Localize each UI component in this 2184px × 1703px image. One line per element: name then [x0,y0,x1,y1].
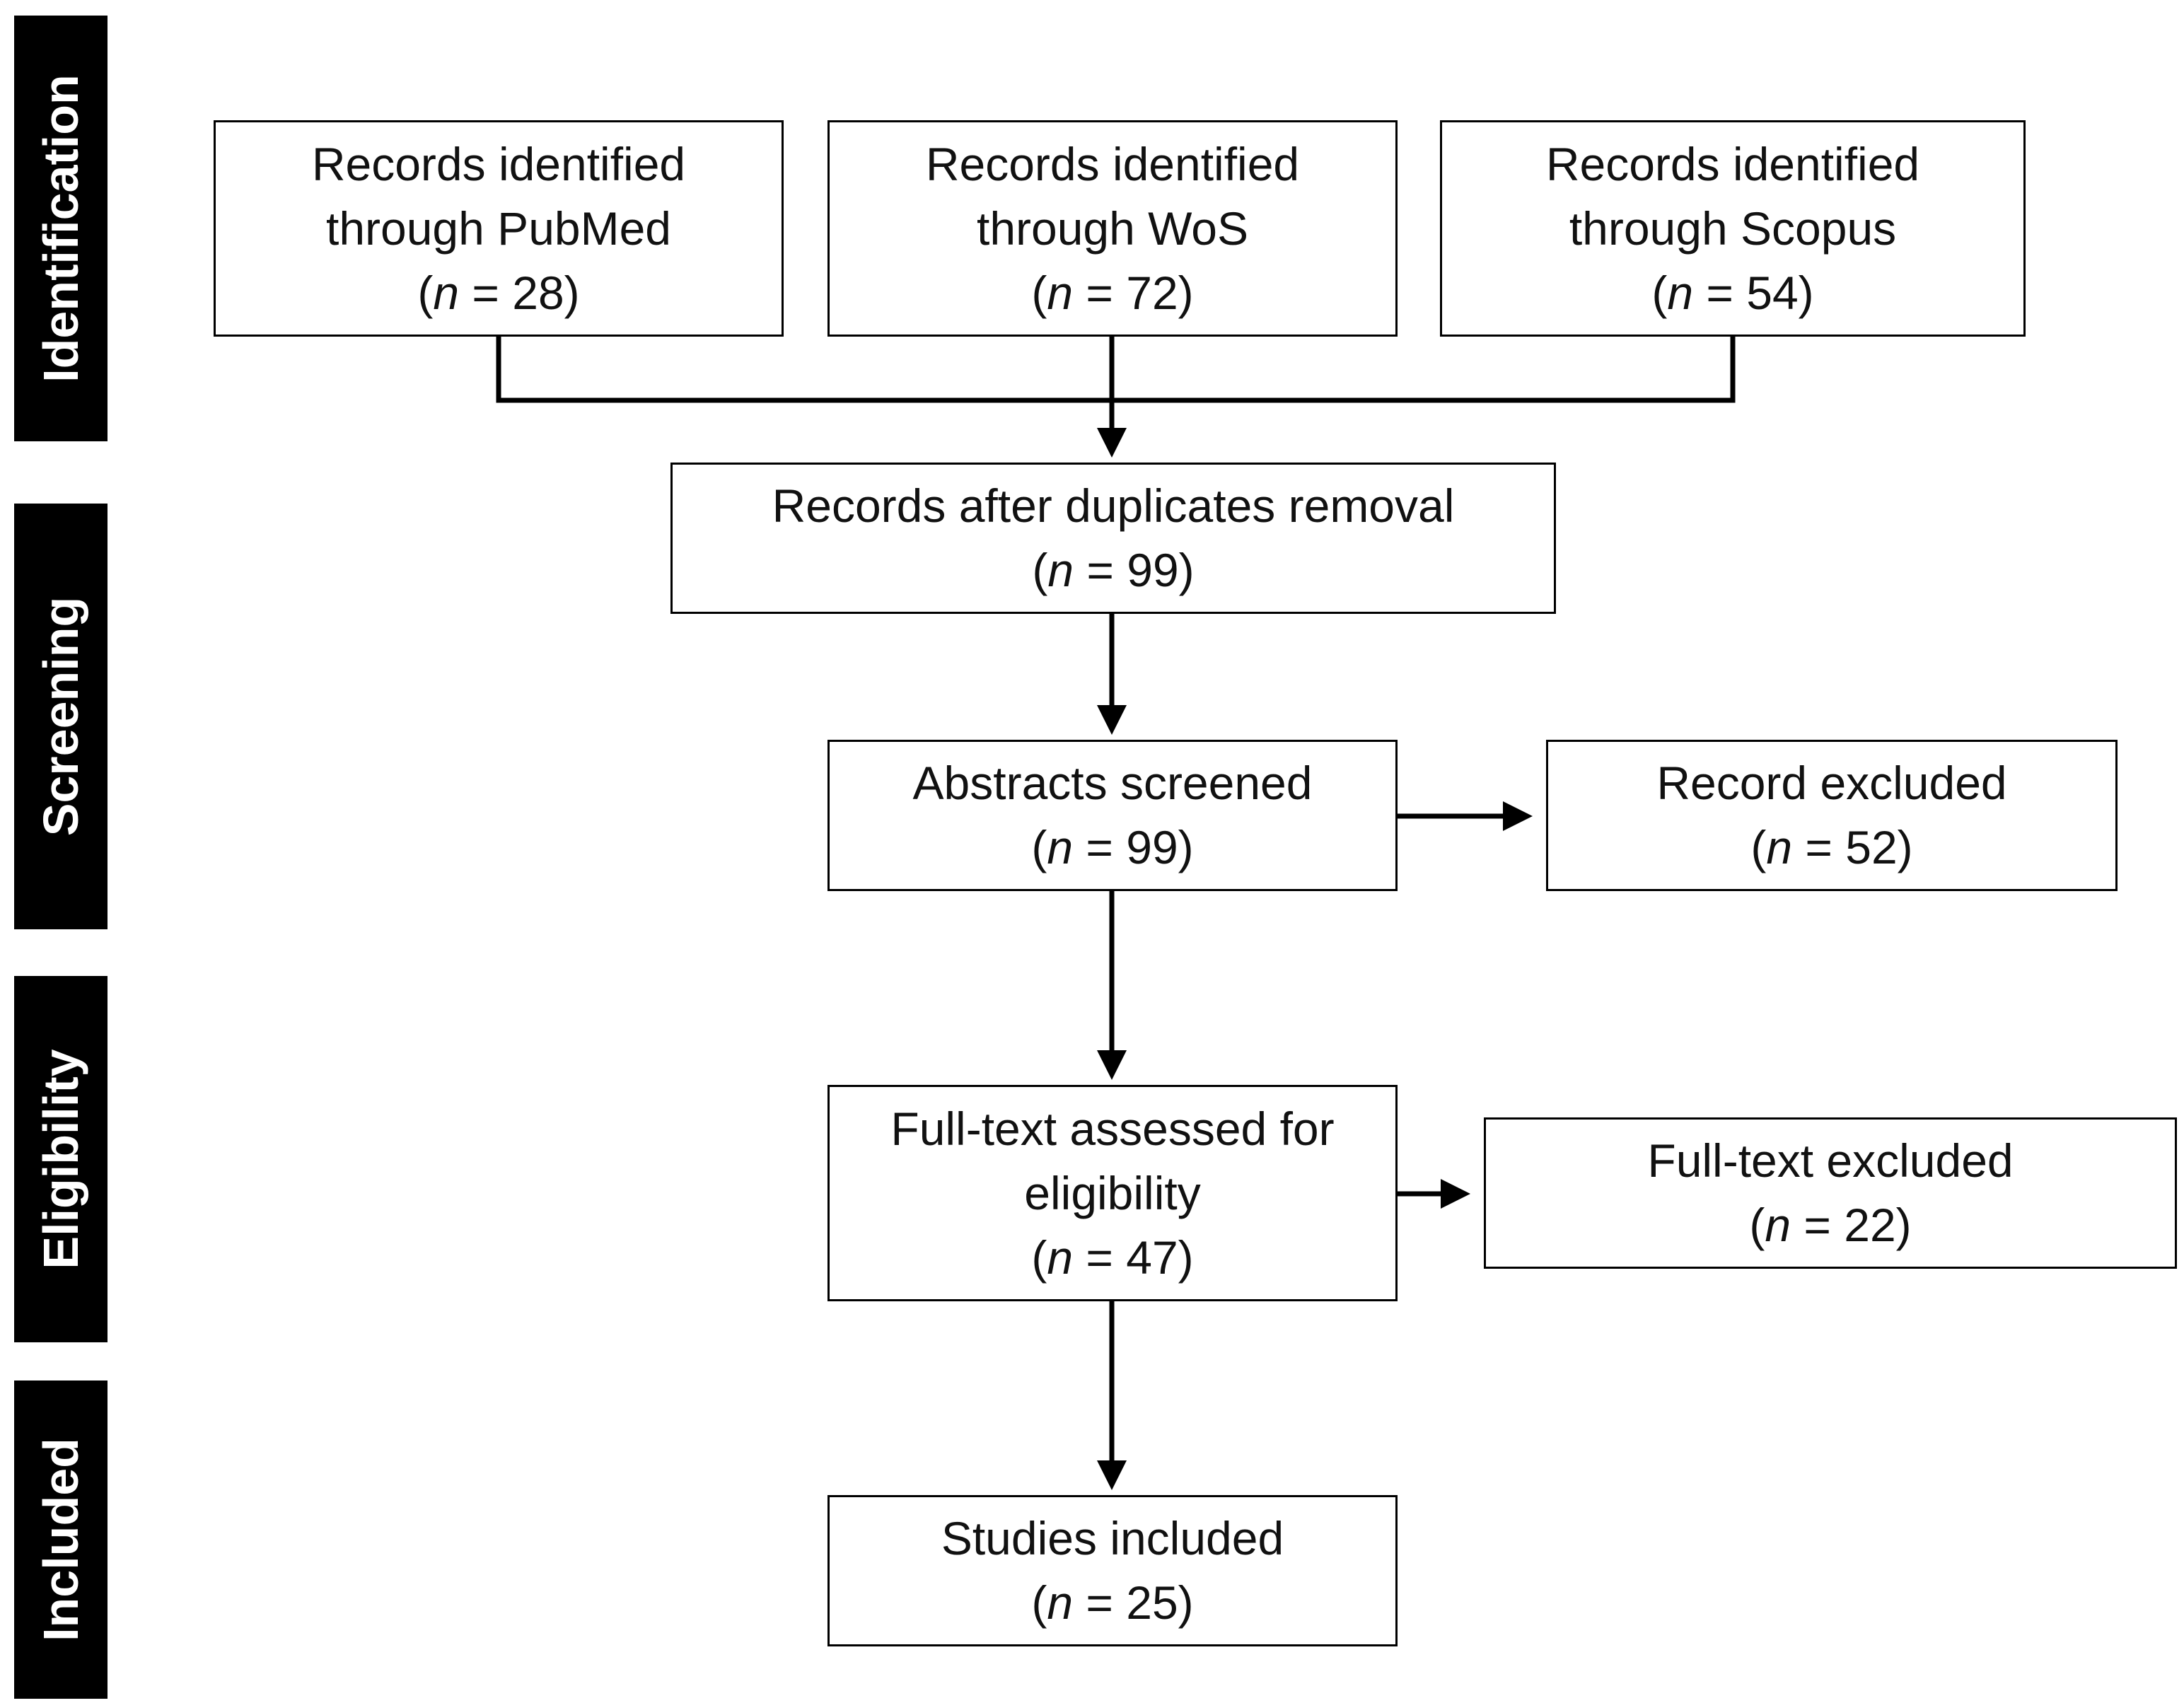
box-fulltext-assessed: Full-text assessed for eligibility (n = … [827,1085,1398,1301]
box-scopus-count: (n = 54) [1651,266,1814,319]
box-pubmed-line-2: through PubMed [325,202,671,255]
connector-scopus [1112,337,1736,403]
box-duplicates-removed-line-1: Records after duplicates removal [772,479,1455,532]
box-fulltext-excluded-line-1: Full-text excluded [1647,1134,2014,1187]
box-fulltext-assessed-line-2: eligibility [1024,1166,1201,1219]
stage-identification: Identification [14,16,108,441]
box-studies-included-line-1: Studies included [941,1512,1284,1564]
stage-included: Included [14,1381,108,1699]
box-pubmed-line-1: Records identified [311,137,686,190]
box-duplicates-removed: Records after duplicates removal (n = 99… [670,463,1556,614]
box-abstracts-screened-count: (n = 99) [1031,821,1194,873]
box-fulltext-assessed-line-1: Full-text assessed for [890,1102,1335,1155]
box-wos-line-1: Records identified [925,137,1300,190]
stage-screening: Screening [14,504,108,929]
box-scopus-line-1: Records identified [1545,137,1920,190]
stage-eligibility: Eligibility [14,976,108,1342]
box-wos-count: (n = 72) [1031,266,1194,319]
box-record-excluded-line-1: Record excluded [1656,757,2007,809]
box-studies-included: Studies included (n = 25) [827,1495,1398,1646]
box-pubmed: Records identified through PubMed (n = 2… [214,120,784,337]
box-fulltext-excluded: Full-text excluded (n = 22) [1484,1117,2177,1269]
box-scopus-line-2: through Scopus [1569,202,1897,255]
box-scopus: Records identified through Scopus (n = 5… [1440,120,2026,337]
box-record-excluded: Record excluded (n = 52) [1546,740,2118,891]
box-fulltext-excluded-count: (n = 22) [1749,1199,1912,1251]
box-wos: Records identified through WoS (n = 72) [827,120,1398,337]
box-abstracts-screened: Abstracts screened (n = 99) [827,740,1398,891]
connector-pubmed [496,337,1112,403]
box-duplicates-removed-count: (n = 99) [1032,544,1195,596]
box-record-excluded-count: (n = 52) [1750,821,1913,873]
box-wos-line-2: through WoS [976,202,1248,255]
box-pubmed-count: (n = 28) [417,266,580,319]
box-abstracts-screened-line-1: Abstracts screened [912,757,1313,809]
box-fulltext-assessed-count: (n = 47) [1031,1231,1194,1284]
box-studies-included-count: (n = 25) [1031,1576,1194,1629]
